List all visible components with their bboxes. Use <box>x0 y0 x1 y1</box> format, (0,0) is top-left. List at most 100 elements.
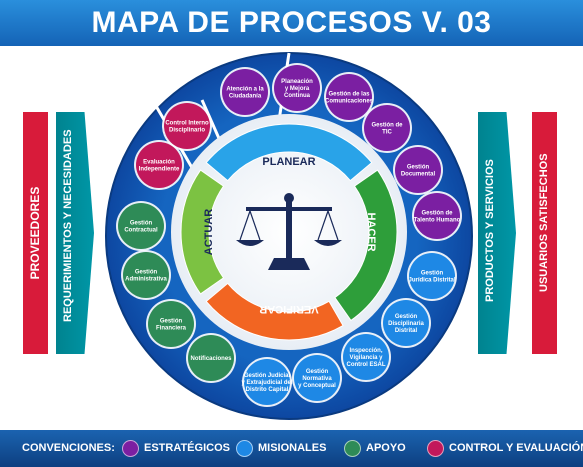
process-label-line: Gestión <box>135 270 158 276</box>
process-label-line: Disciplinario <box>169 128 205 134</box>
strategic-process-1-disc <box>274 65 320 111</box>
process-label-line: Gestión <box>160 319 183 325</box>
process-label-line: Ciudadanía <box>229 94 262 100</box>
process-label-line: Distrital <box>395 328 418 334</box>
planear-label: PLANEAR <box>262 156 315 168</box>
support-process-0-disc <box>188 335 234 381</box>
control-process-0-disc <box>136 142 182 188</box>
process-label-line: y Extrajudicial del <box>241 380 292 386</box>
strategic-process-5-disc <box>414 193 460 239</box>
process-label-line: Gestión <box>395 314 418 320</box>
legend-support: APOYO <box>366 442 406 454</box>
scale-of-justice-icon <box>236 193 342 270</box>
process-label-line: Notificaciones <box>190 356 232 362</box>
verificar-label: VERIFICAR <box>259 303 318 315</box>
process-label-line: Inspección, <box>349 348 382 354</box>
legend-bar <box>0 430 583 467</box>
scale-string <box>239 210 251 241</box>
process-label-line: Gestión de <box>421 211 453 217</box>
process-label-line: Jurídica Distrital <box>408 278 455 284</box>
process-label-line: y Mejora <box>285 86 310 92</box>
strategic-process-2-disc <box>326 74 372 120</box>
legend-missional: MISIONALES <box>258 442 327 454</box>
support-process-3-disc <box>118 203 164 249</box>
process-label-line: Planeación <box>281 79 313 85</box>
legend-label: CONVENCIONES: <box>22 442 115 454</box>
process-label-line: Vigilancia y <box>350 355 384 361</box>
process-label-line: Control ESAL <box>347 362 386 368</box>
scale-pillar <box>286 200 292 258</box>
process-label-line: Contractual <box>124 228 158 234</box>
missional-process-2-disc <box>343 334 389 380</box>
strategic-process-3-disc <box>364 105 410 151</box>
missional-process-3-disc <box>294 355 340 401</box>
control-process-1-disc <box>164 103 210 149</box>
support-process-0[interactable]: Notificaciones <box>186 333 236 383</box>
requerimientos-bar <box>56 112 94 354</box>
support-process-2-disc <box>123 252 169 298</box>
process-label-line: Atención a la <box>226 87 264 93</box>
scale-string <box>327 210 339 241</box>
process-label-line: Documental <box>401 172 436 178</box>
strategic-process-4-disc <box>395 147 441 193</box>
process-label-line: Comunicaciones <box>325 99 374 105</box>
actuar-segment <box>180 169 225 295</box>
process-label-line: Financiera <box>156 326 187 332</box>
scale-pan-left <box>236 240 264 246</box>
usuarios-bar <box>532 112 557 354</box>
process-label-line: Administrativa <box>125 277 167 283</box>
process-label-line: TIC <box>382 130 392 136</box>
title-banner <box>0 0 583 46</box>
process-label-line: Gestión Judicial <box>244 373 291 379</box>
process-label-line: Evaluación <box>143 160 175 166</box>
process-label-line: Talento Humano <box>414 218 461 224</box>
strategic-process-0-disc <box>222 69 268 115</box>
process-label-line: Gestión de las <box>328 92 370 98</box>
process-label-line: Control Interno <box>165 121 209 127</box>
process-label-line: Continua <box>284 93 311 99</box>
page-title: MAPA DE PROCESOS V. 03 <box>91 6 492 39</box>
productos-bar <box>478 112 516 354</box>
planear-segment <box>205 123 373 182</box>
legend-dot-missional <box>236 440 253 457</box>
scale-string <box>249 210 261 241</box>
legend-strategic: ESTRATÉGICOS <box>144 442 230 454</box>
process-label-line: Independiente <box>139 167 180 173</box>
process-label-line: Gestión <box>306 369 329 375</box>
process-label-line: Normativa <box>302 376 332 382</box>
hacer-segment <box>334 169 398 322</box>
proveedores-bar <box>23 112 48 354</box>
missional-process-0-disc <box>409 253 455 299</box>
missional-process-1-disc <box>383 300 429 346</box>
process-label-line: Gestión de <box>371 123 403 129</box>
process-label-line: Gestión <box>421 271 444 277</box>
hacer-label: HACER <box>365 212 377 251</box>
legend-dot-support <box>344 440 361 457</box>
scale-top <box>284 193 294 203</box>
scale-base <box>268 258 310 270</box>
legend-control: CONTROL Y EVALUACIÓN <box>449 442 583 454</box>
verificar-segment <box>205 282 344 341</box>
process-label-line: Gestión <box>407 165 430 171</box>
legend-dot-control <box>427 440 444 457</box>
legend-dot-strategic <box>122 440 139 457</box>
